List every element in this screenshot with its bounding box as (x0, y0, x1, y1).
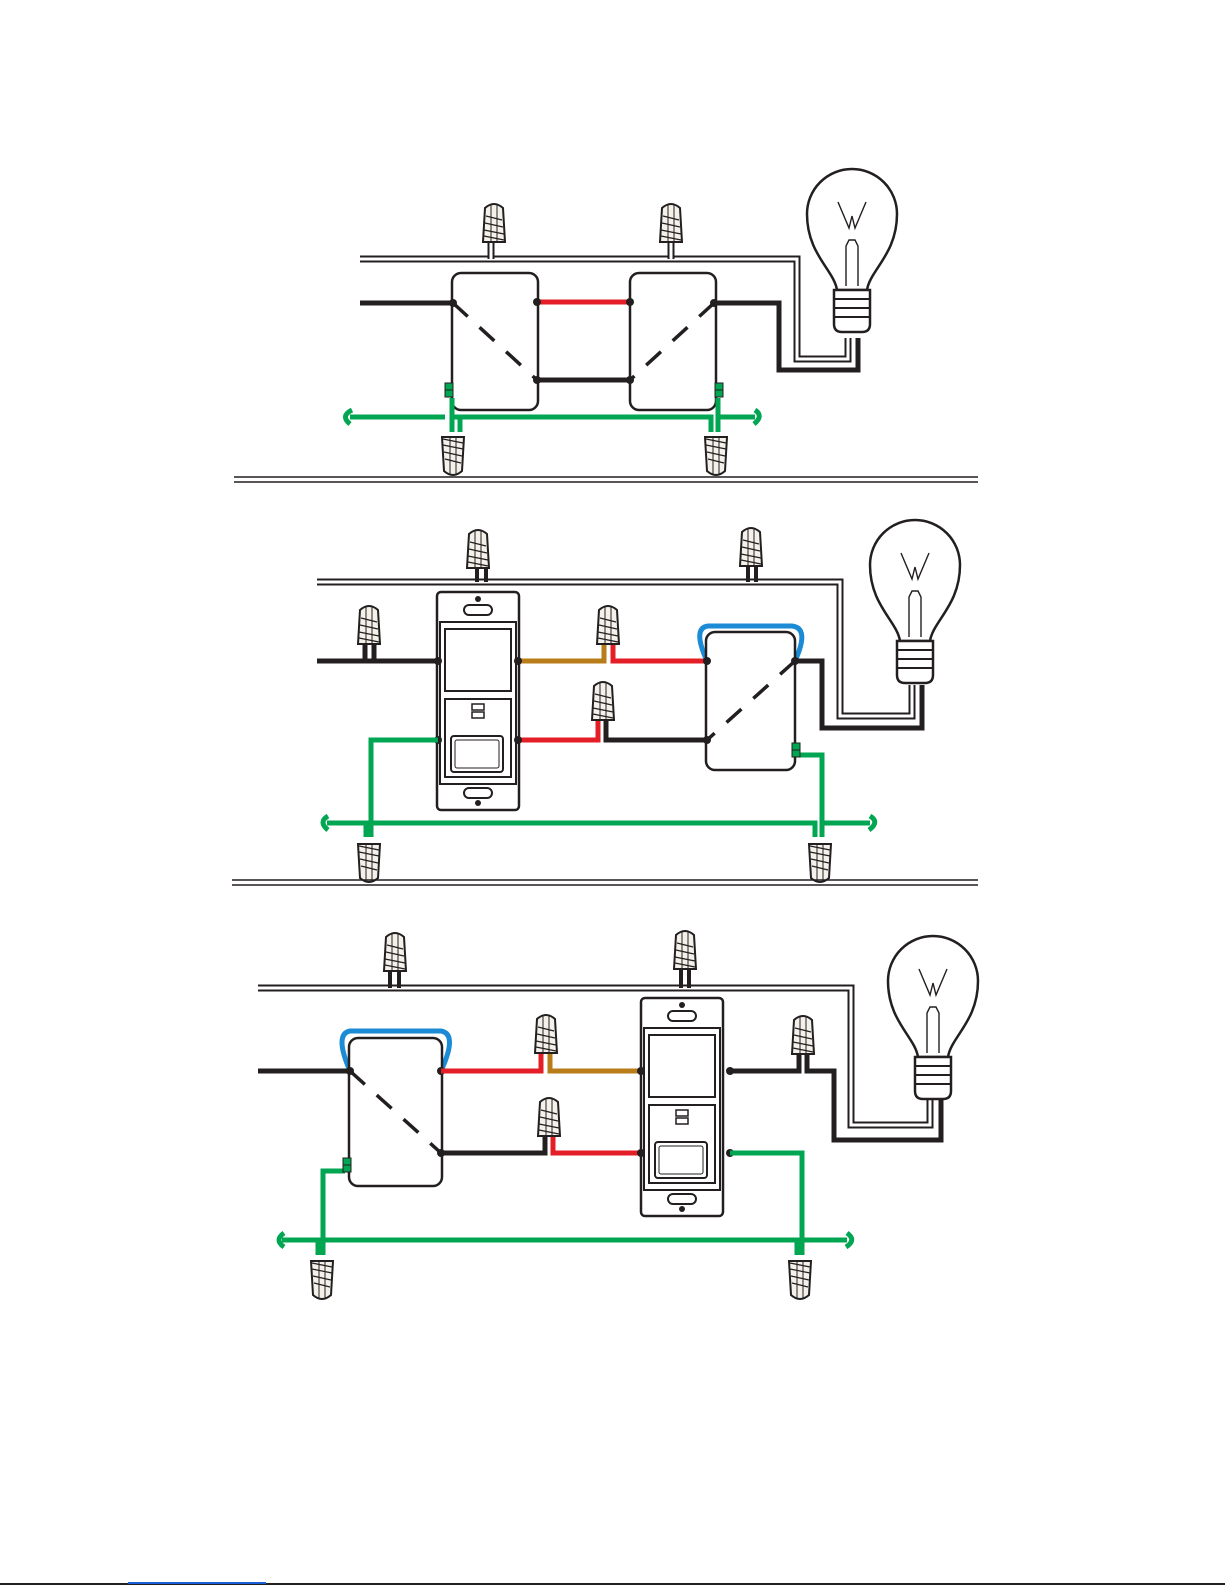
light-bulb-icon (870, 520, 960, 683)
wire-nut-icon (483, 204, 505, 242)
ground-screw-icon (715, 383, 723, 397)
wire-nut-icon (789, 1261, 811, 1299)
traveler-black-wire (606, 720, 707, 740)
wire-nut-icon (674, 931, 696, 969)
wire-nut-icon (660, 204, 682, 242)
panel-smart-switch-line-side (317, 520, 960, 882)
wire-nut-icon (705, 437, 727, 475)
wire-nut-icon (311, 1261, 333, 1299)
light-bulb-icon (888, 936, 978, 1099)
light-bulb-icon (807, 169, 897, 332)
footer-rule (0, 1583, 1225, 1584)
traveler-red-wire (613, 642, 707, 661)
wire-nut-icon (592, 682, 614, 720)
panel-conventional-three-way (345, 169, 897, 475)
panel-smart-switch-load-side (258, 931, 978, 1299)
traveler-red-wire (441, 1053, 541, 1071)
ground-screw-icon (343, 1158, 351, 1172)
traveler-red-wire (553, 1135, 641, 1153)
wire-nut-icon (467, 530, 489, 568)
panel-divider (234, 477, 978, 482)
ground-screw-icon (792, 743, 800, 757)
wire-nut-icon (535, 1015, 557, 1053)
wire-nut-icon (792, 1016, 814, 1054)
load-brown-wire (550, 1053, 641, 1071)
three-way-switch-icon (703, 632, 799, 770)
wire-nut-icon (597, 606, 619, 644)
wire-nut-icon (740, 528, 762, 566)
smart-dimmer-icon (641, 998, 723, 1216)
panel-divider (232, 880, 978, 885)
traveler-black-wire (441, 1135, 545, 1153)
three-way-switch-icon (346, 1038, 445, 1186)
three-way-switch-icon (626, 273, 718, 410)
wire-nut-icon (442, 437, 464, 475)
wire-nut-icon (358, 606, 380, 644)
traveler-red-wire (518, 720, 598, 740)
wire-nut-icon (538, 1098, 560, 1136)
ground-screw-icon (445, 383, 453, 397)
three-way-switch-icon (449, 273, 541, 410)
wire-nut-icon (358, 844, 380, 882)
smart-dimmer-icon (437, 592, 519, 810)
load-brown-wire (518, 642, 604, 661)
wire-nut-icon (384, 933, 406, 971)
wire-nut-icon (809, 844, 831, 882)
